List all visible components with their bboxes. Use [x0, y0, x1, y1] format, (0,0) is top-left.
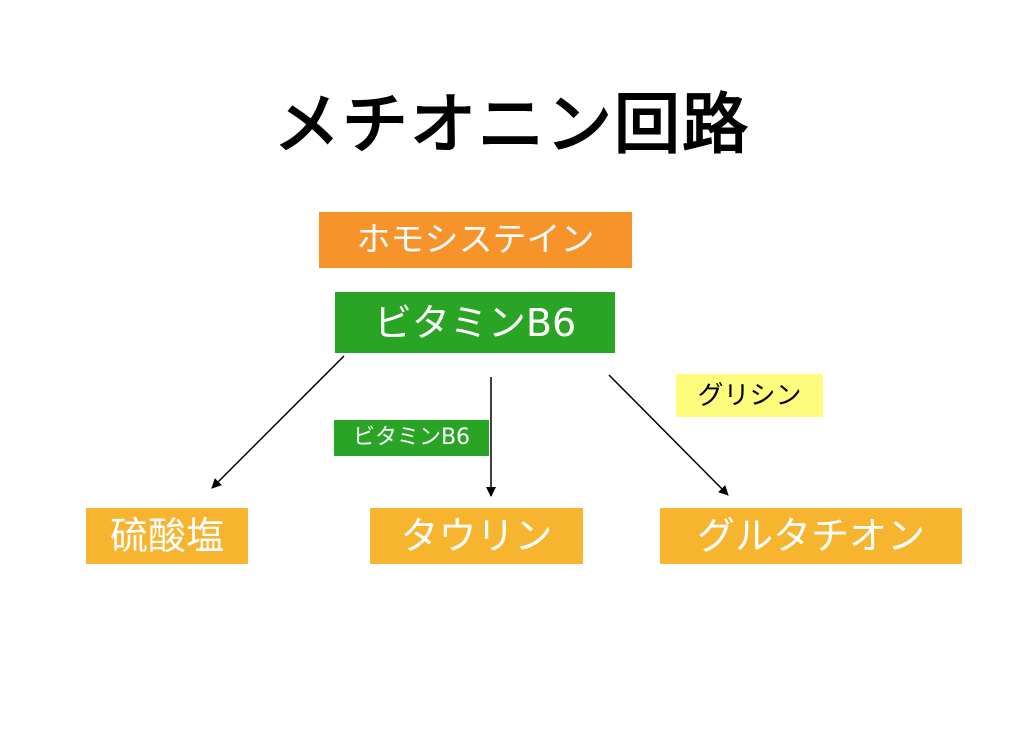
diagram-title: メチオニン回路: [274, 86, 750, 163]
homocysteine-box: ホモシステイン: [319, 212, 632, 268]
glutathione-box: グルタチオン: [660, 508, 962, 564]
arrow-to-sulfate: [211, 355, 345, 489]
vitamin-b6-box: ビタミンB6: [335, 292, 615, 353]
vitamin-b6-small-box: ビタミンB6: [334, 420, 489, 456]
glycine-box: グリシン: [676, 374, 823, 417]
taurine-box: タウリン: [370, 508, 583, 564]
sulfate-box: 硫酸塩: [86, 508, 248, 564]
